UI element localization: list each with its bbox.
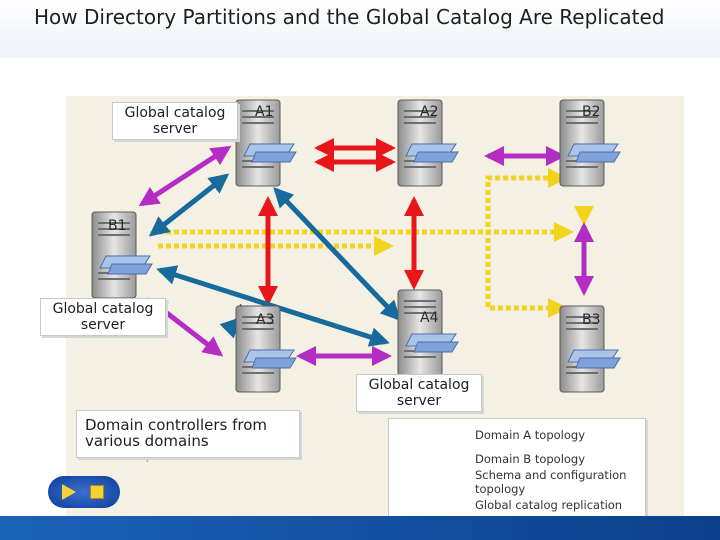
server-label-b1: B1 [108,218,127,234]
callout-gc-server-top: Global catalog server [112,102,238,140]
server-label-a2: A2 [420,104,439,120]
slide-title: How Directory Partitions and the Global … [34,5,665,29]
callout-gc-server-left: Global catalog server [40,298,166,336]
server-label-a3: A3 [256,312,275,328]
legend-schema-config: Schema and configuration topology [475,468,627,496]
callout-domain-controllers: Domain controllers from various domains [76,410,300,458]
domain-b-links [138,145,594,366]
stop-icon[interactable] [90,485,104,499]
server-label-b3: B3 [582,312,601,328]
footer-bar [0,516,720,540]
header-bar [0,0,720,58]
legend-domain-a: Domain A topology [475,428,586,442]
play-icon[interactable] [62,484,76,500]
media-controls [48,476,120,508]
legend-domain-b: Domain B topology [475,452,586,466]
callout-gc-server-bottom: Global catalog server [356,374,482,412]
legend-gc-replication: Global catalog replication [475,498,623,512]
server-label-b2: B2 [582,104,601,120]
server-label-a1: A1 [255,104,274,120]
server-label-a4: A4 [420,310,439,326]
server-a4-icon [397,289,459,377]
domain-a-links [258,138,424,306]
legend: Domain A topology Domain B topology Sche… [388,418,646,518]
